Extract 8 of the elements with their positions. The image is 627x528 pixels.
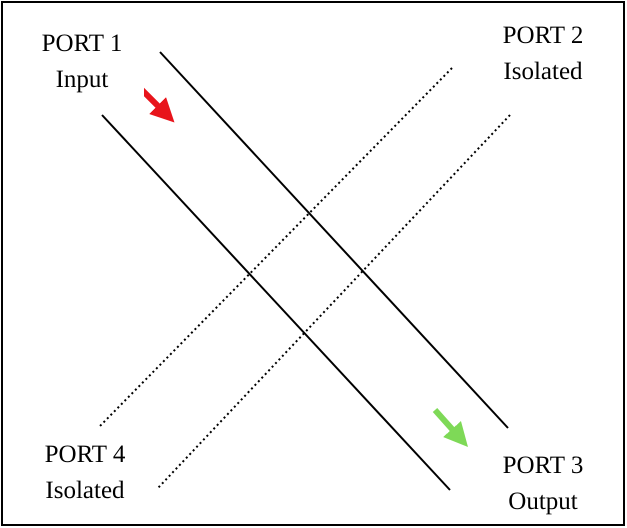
port-label: PORT 1 [42,29,122,59]
port-label: Input [56,65,108,95]
port-label: PORT 2 [502,21,584,51]
port-label: Isolated [503,57,583,87]
port-label: PORT 3 [502,451,584,481]
port-label: PORT 4 [44,440,126,470]
port-label: Output [508,487,578,517]
port-label: Isolated [45,476,125,506]
